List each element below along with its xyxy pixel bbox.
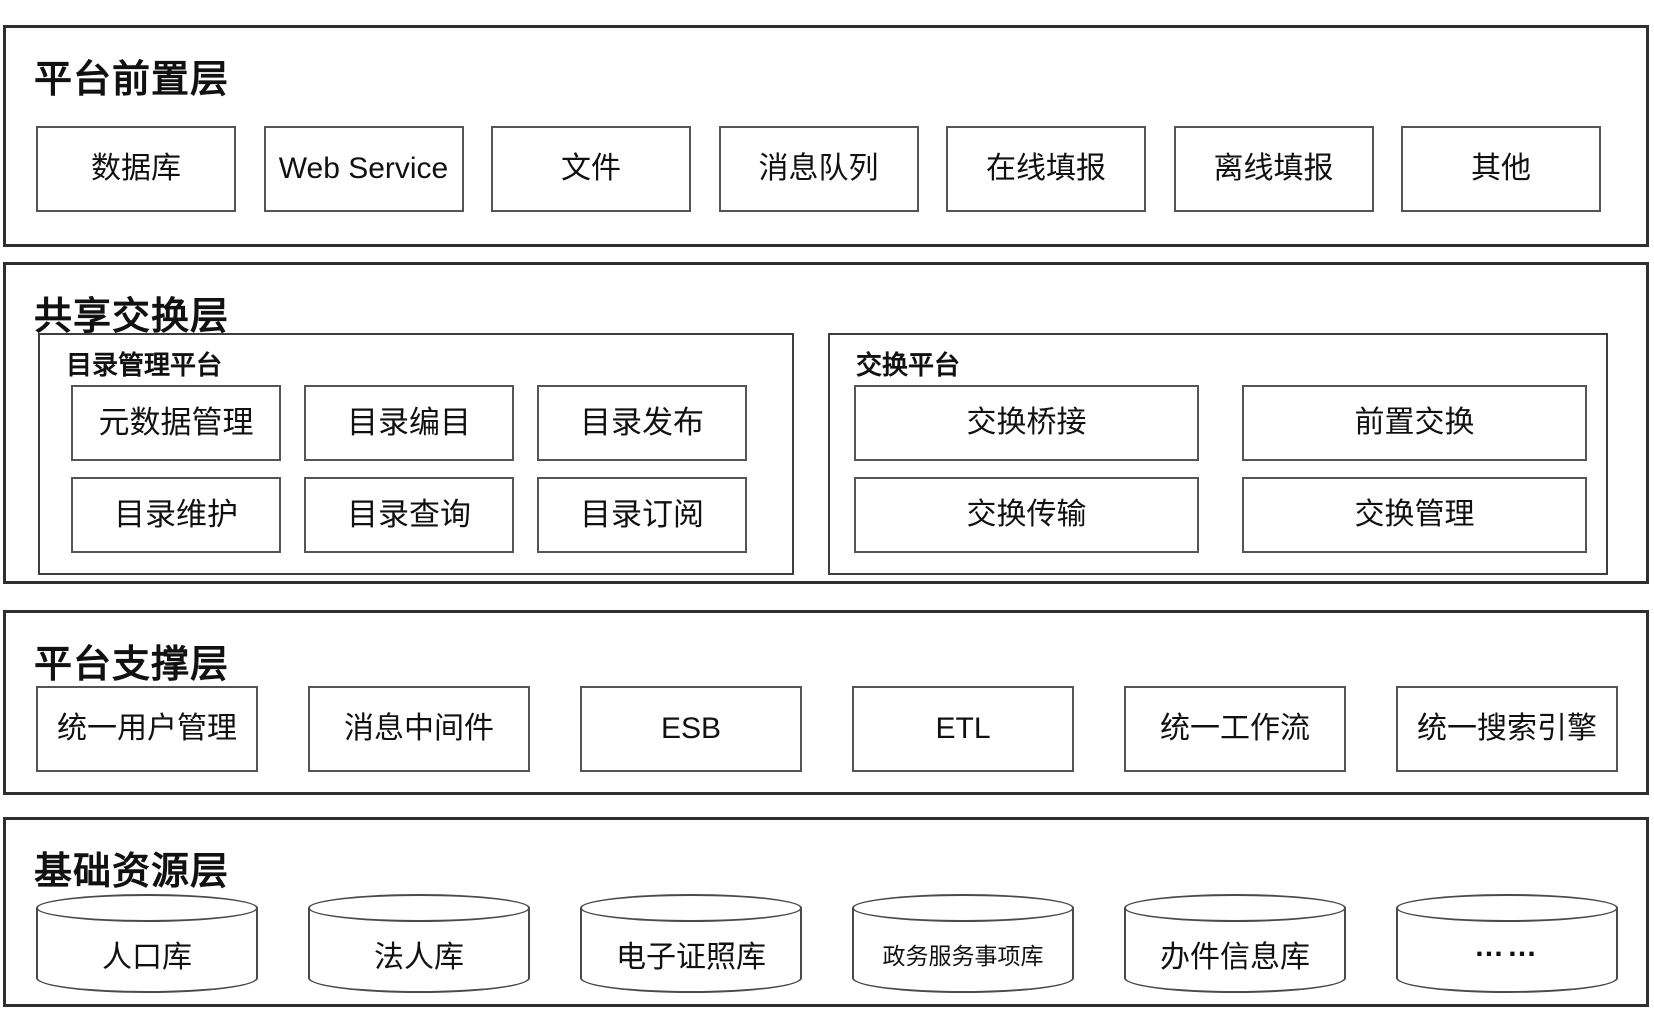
layer-platform-front: 平台前置层 数据库 Web Service 文件消息队列在线填报离线填报其他 [3,25,1649,247]
cylinder-top-ellipse [36,894,258,922]
resource-cylinder-2: 电子证照库 [580,894,802,993]
panel-exchange-platform: 交换平台 交换桥接前置交换 交换传输交换管理 [828,333,1608,575]
cylinder-body [308,908,530,993]
resource-cylinder-0: 人口库 [36,894,258,993]
layer-base-resource-title: 基础资源层 [34,851,230,893]
resource-cylinder-5: …… [1396,894,1618,993]
layer-platform-front-title: 平台前置层 [34,59,230,101]
resource-cylinder-1: 法人库 [308,894,530,993]
cylinder-top-ellipse [852,894,1074,922]
support-box-4: 统一工作流 [1124,686,1346,772]
support-box-1: 消息中间件 [308,686,530,772]
front-box-4: 在线填报 [946,126,1146,212]
exchange-boxes-row-1: 交换桥接前置交换 [854,385,1587,461]
catalog-box-0: 元数据管理 [71,385,281,461]
exchange-box-0: 交换桥接 [854,385,1199,461]
support-box-0: 统一用户管理 [36,686,258,772]
panel-catalog-management: 目录管理平台 元数据管理目录编目目录发布 目录维护目录查询目录订阅 [38,333,794,575]
front-box-2: 文件 [491,126,691,212]
resource-cylinder-3: 政务服务事项库 [852,894,1074,993]
layer-platform-support: 平台支撑层 统一用户管理消息中间件 ESB ETL 统一工作流统一搜索引擎 [3,610,1649,795]
exchange-box-1: 前置交换 [1242,385,1587,461]
resource-cylinder-4: 办件信息库 [1124,894,1346,993]
catalog-box-3: 目录维护 [71,477,281,553]
catalog-box-5: 目录订阅 [537,477,747,553]
resource-cylinder-1-label: 法人库 [374,940,464,974]
front-layer-boxes-row: 数据库 Web Service 文件消息队列在线填报离线填报其他 [36,126,1601,212]
exchange-box-3: 交换管理 [1242,477,1587,553]
catalog-box-4: 目录查询 [304,477,514,553]
cylinder-body [852,908,1074,993]
panel-exchange-platform-title: 交换平台 [856,350,961,380]
resource-cylinder-5-label: …… [1474,929,1540,963]
front-box-5: 离线填报 [1173,126,1374,212]
exchange-box-2: 交换传输 [854,477,1199,553]
front-box-3: 消息队列 [718,126,919,212]
front-box-6: 其他 [1401,126,1601,212]
front-box-1: Web Service [263,126,464,212]
support-box-5: 统一搜索引擎 [1396,686,1618,772]
panel-catalog-management-title: 目录管理平台 [66,350,223,380]
resource-cylinder-4-label: 办件信息库 [1160,940,1310,974]
front-box-0: 数据库 [36,126,236,212]
catalog-boxes-row-2: 目录维护目录查询目录订阅 [71,477,747,553]
catalog-box-2: 目录发布 [537,385,747,461]
cylinder-top-ellipse [580,894,802,922]
resource-cylinder-2-label: 电子证照库 [616,940,766,974]
layer-share-exchange-title: 共享交换层 [34,296,230,338]
base-layer-cylinders-row: 人口库 法人库 电子证照库 政务服务事项库 办件信息库 …… [36,894,1618,993]
exchange-boxes-row-2: 交换传输交换管理 [854,477,1587,553]
cylinder-top-ellipse [308,894,530,922]
resource-cylinder-0-label: 人口库 [102,940,192,974]
catalog-boxes-row-1: 元数据管理目录编目目录发布 [71,385,747,461]
cylinder-body [1124,908,1346,993]
support-box-2: ESB [580,686,802,772]
cylinder-body [580,908,802,993]
cylinder-body [36,908,258,993]
cylinder-top-ellipse [1124,894,1346,922]
layer-platform-support-title: 平台支撑层 [34,644,230,686]
cylinder-body [1396,908,1618,993]
catalog-box-1: 目录编目 [304,385,514,461]
resource-cylinder-3-label: 政务服务事项库 [882,942,1044,969]
cylinder-top-ellipse [1396,894,1618,922]
support-box-3: ETL [852,686,1074,772]
layer-base-resource: 基础资源层 人口库 法人库 电子证照库 政务服务事项库 办件信息库 …… [3,817,1649,1007]
support-layer-boxes-row: 统一用户管理消息中间件 ESB ETL 统一工作流统一搜索引擎 [36,686,1618,772]
layer-share-exchange: 共享交换层 目录管理平台 元数据管理目录编目目录发布 目录维护目录查询目录订阅 … [3,262,1649,584]
